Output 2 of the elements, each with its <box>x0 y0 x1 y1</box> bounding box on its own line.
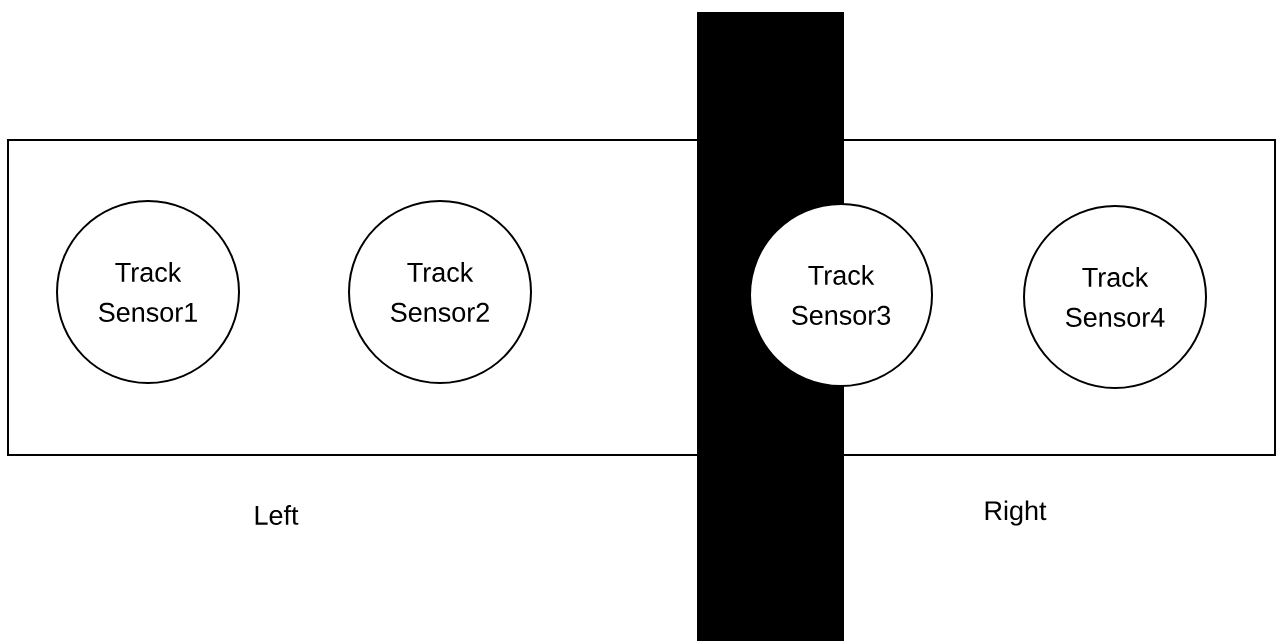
side-label: Right <box>985 500 1047 526</box>
side-label: Left <box>255 505 299 525</box>
